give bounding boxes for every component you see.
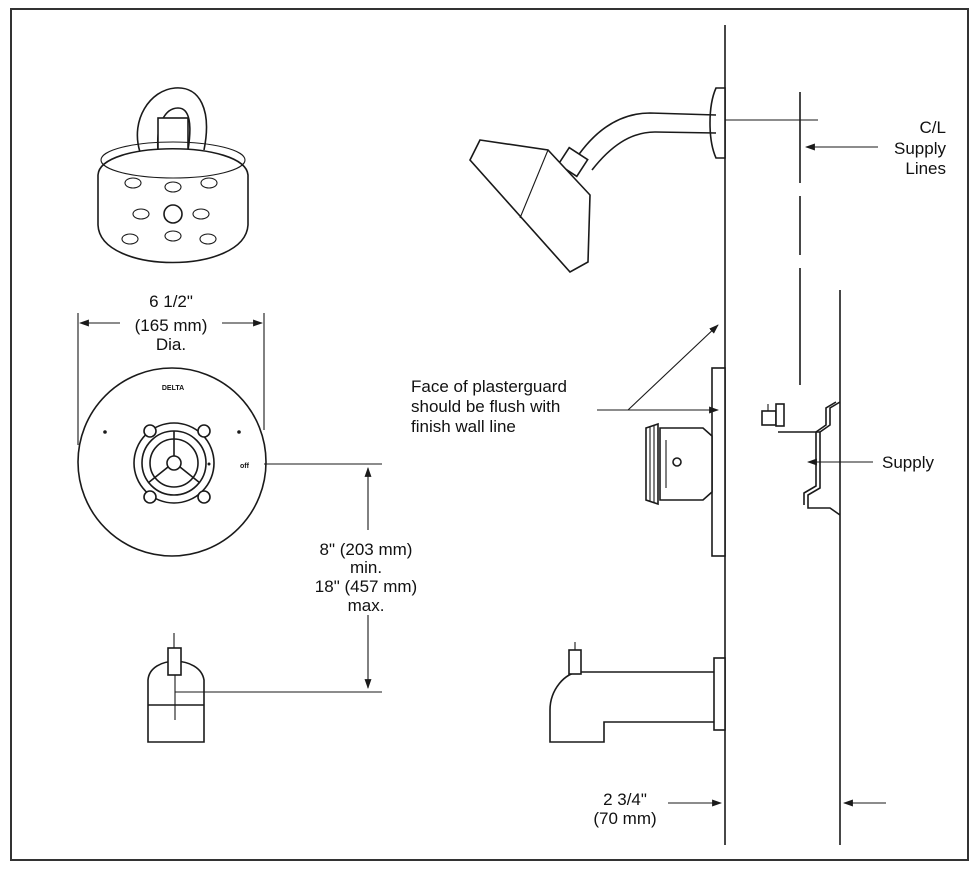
height-dimension: 8" (203 mm) min. 18" (457 mm) max. — [175, 463, 417, 693]
plasterguard-label-2: should be flush with — [411, 397, 560, 416]
brand-logo: DELTA — [162, 385, 184, 392]
showerhead-side-view — [469, 87, 726, 274]
wall-depth-label-1: 2 3/4" — [603, 790, 647, 809]
trim-width-dimension: 6 1/2" (165 mm) Dia. — [77, 292, 265, 445]
supply-bracket — [761, 401, 841, 516]
centerline-label-2: Supply — [894, 139, 946, 158]
height-label-4: max. — [348, 596, 385, 615]
valve-side-view — [645, 367, 726, 557]
plasterguard-label-3: finish wall line — [411, 417, 516, 436]
supply-centerline — [725, 92, 818, 385]
wall-depth-dimension: 2 3/4" (70 mm) — [593, 790, 886, 828]
height-label-3: 18" (457 mm) — [315, 577, 417, 596]
off-indicator: off — [240, 463, 250, 470]
centerline-label-1: C/L — [920, 118, 946, 137]
supply-centerline-callout: C/L Supply Lines — [805, 118, 946, 178]
wall-depth-label-2: (70 mm) — [593, 809, 656, 828]
trim-width-label-2: (165 mm) — [135, 316, 208, 335]
height-label-2: min. — [350, 558, 382, 577]
height-label-1: 8" (203 mm) — [320, 540, 413, 559]
trim-width-label-1: 6 1/2" — [149, 292, 193, 311]
trim-plate-front-view: DELTA off — [77, 367, 267, 557]
supply-label: Supply — [882, 453, 934, 472]
centerline-label-3: Lines — [905, 159, 946, 178]
plasterguard-callout: Face of plasterguard should be flush wit… — [411, 324, 719, 436]
showerhead-front-view — [97, 87, 249, 264]
showerhead-nozzles — [121, 177, 218, 245]
tub-spout-side-view — [549, 642, 726, 743]
diagram-frame — [10, 8, 969, 861]
trim-width-label-3: Dia. — [156, 335, 186, 354]
valve-handle — [133, 422, 215, 504]
supply-callout: Supply — [807, 453, 934, 472]
plasterguard-label-1: Face of plasterguard — [411, 377, 567, 396]
tub-spout-front-view — [147, 633, 205, 743]
